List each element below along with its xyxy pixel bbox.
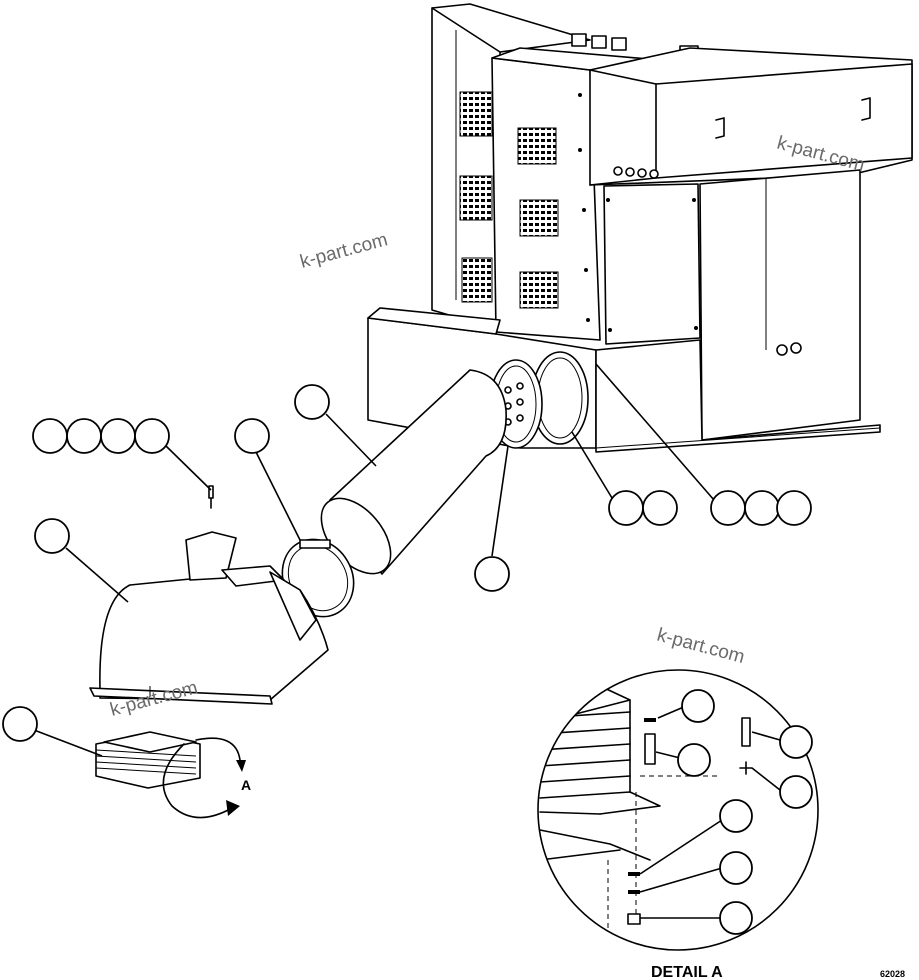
watermark-text: k-part.com [298, 229, 390, 273]
callout-bubble [719, 799, 753, 833]
callout-bubble [608, 490, 644, 526]
callout-bubble [681, 689, 715, 723]
callout-bubble [294, 384, 330, 420]
machine-housing [367, 3, 913, 453]
watermark-text: k-part.com [655, 625, 747, 669]
callout-bubble [134, 418, 170, 454]
callout-bubble [779, 775, 813, 809]
bolt-part [208, 485, 214, 509]
detail-title: DETAIL A [651, 964, 723, 980]
air-cleaner-housing [89, 531, 329, 705]
callout-bubble [719, 851, 753, 885]
callout-bubble [234, 418, 270, 454]
figure-number: 62028 [880, 969, 905, 979]
callout-bubble [32, 418, 68, 454]
callout-bubble [779, 725, 813, 759]
detail-a-view [537, 669, 819, 951]
detail-a-marker: A [162, 737, 251, 819]
callout-bubble [34, 518, 70, 554]
callout-bubble [719, 901, 753, 935]
callout-bubble [642, 490, 678, 526]
callout-bubble [744, 490, 780, 526]
detail-circle [537, 669, 819, 951]
callout-bubble [677, 743, 711, 777]
callout-bubble [474, 556, 510, 592]
detail-marker-label: A [241, 777, 251, 793]
callout-bubbles [2, 363, 812, 757]
callout-bubble [100, 418, 136, 454]
callout-bubble [710, 490, 746, 526]
callout-bubble [66, 418, 102, 454]
callout-bubble [776, 490, 812, 526]
callout-bubble [2, 706, 38, 742]
filter-element [95, 731, 201, 789]
